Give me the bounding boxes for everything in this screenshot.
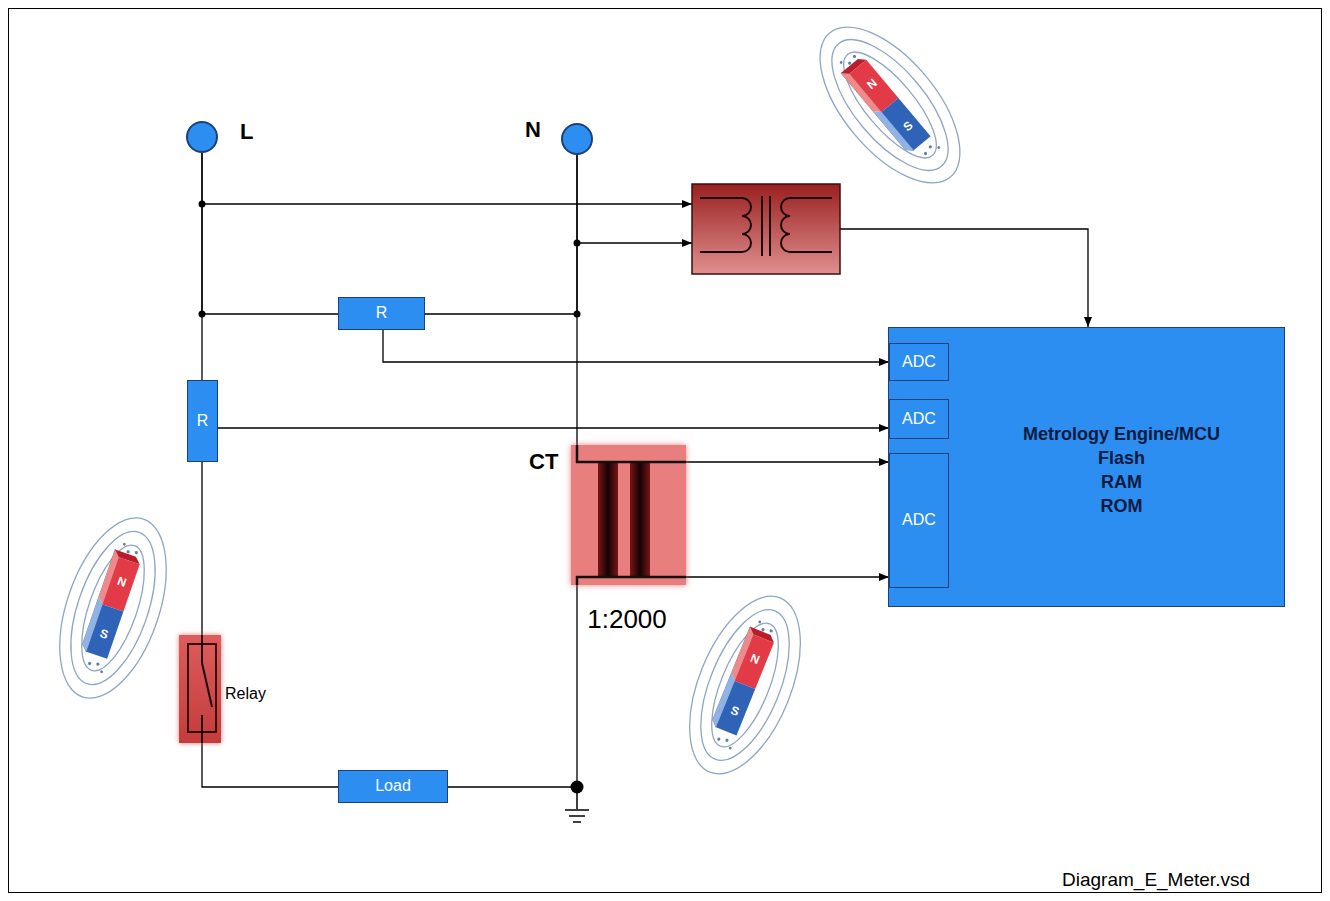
signal-arrow [218, 427, 889, 428]
current-transformer-text: CT [529, 451, 558, 473]
adc-block-text: ADC [902, 353, 936, 371]
magnet-illustration [39, 3, 986, 789]
metrology-mcu: Metrology Engine/MCUFlashRAMROM ADC ADC ADC [888, 327, 1285, 607]
current-transformer-symbol [571, 445, 686, 585]
shunt-resistor-text: R [197, 412, 209, 430]
signal-arrow [383, 330, 889, 362]
ct-ratio: 1:2000 [587, 606, 667, 632]
wire [576, 155, 577, 445]
adc-block: ADC [889, 453, 949, 588]
wire [202, 153, 338, 314]
current-transformer: CT [571, 445, 686, 585]
voltage-divider-resistor: R [338, 297, 425, 330]
shunt-resistor: R [187, 380, 218, 462]
voltage-divider-resistor-text: R [376, 304, 388, 322]
metrology-mcu-text: Flash [1098, 446, 1145, 470]
relay-switch: Relay [179, 635, 221, 743]
metrology-mcu-text: Metrology Engine/MCU [1023, 422, 1220, 446]
relay-switch-text: Relay [225, 686, 266, 702]
relay-switch-symbol [179, 635, 221, 743]
signal-arrow [686, 576, 889, 577]
wire [201, 462, 202, 635]
metrology-mcu-text: ROM [1101, 494, 1143, 518]
file-name: Diagram_E_Meter.vsd [1062, 870, 1250, 889]
load-box: Load [338, 770, 448, 803]
transformer-symbol [692, 184, 840, 274]
ground-symbol [565, 787, 589, 822]
junction-dots [199, 201, 584, 794]
voltage-sense-wires [202, 204, 1088, 327]
wire [448, 585, 577, 787]
frame [9, 9, 1322, 893]
adc-block: ADC [889, 399, 949, 439]
line-terminal: L [186, 121, 218, 153]
load-box-text: Load [375, 777, 411, 795]
adc-block-text: ADC [902, 511, 936, 529]
neutral-terminal-text: N [525, 119, 541, 141]
wire [425, 155, 577, 314]
adc-block-text: ADC [902, 410, 936, 428]
neutral-terminal: N [561, 123, 593, 155]
line-terminal-text: L [240, 121, 253, 143]
adc-block: ADC [889, 343, 949, 381]
signal-arrow [686, 461, 889, 462]
metrology-mcu-text: RAM [1101, 470, 1142, 494]
wire [202, 743, 338, 787]
mcu-text: Metrology Engine/MCUFlashRAMROM [959, 422, 1284, 518]
